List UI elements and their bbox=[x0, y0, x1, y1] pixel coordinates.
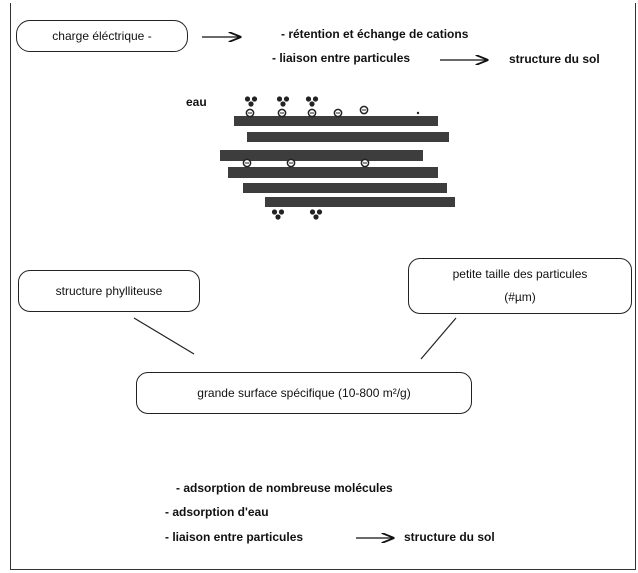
petite-taille-box: petite taille des particules (#µm) bbox=[408, 258, 632, 314]
water-label: eau bbox=[186, 95, 207, 109]
grande-surface-label: grande surface spécifique (10-800 m²/g) bbox=[197, 385, 411, 400]
petite-taille-label: petite taille des particules bbox=[452, 267, 588, 281]
top-effect-retention: - rétention et échange de cations bbox=[281, 27, 469, 41]
charge-electrique-box: charge éléctrique - bbox=[16, 20, 188, 52]
grande-surface-box: grande surface spécifique (10-800 m²/g) bbox=[136, 372, 472, 414]
connector-left-to-center bbox=[133, 317, 195, 355]
top-effect-structure-du-sol: structure du sol bbox=[509, 52, 600, 66]
petite-taille-unit: (#µm) bbox=[504, 290, 536, 304]
diagram-frame bbox=[10, 3, 636, 570]
water-molecules-bottom bbox=[271, 209, 323, 220]
connector-right-to-center bbox=[420, 317, 457, 360]
clay-sheets bbox=[220, 116, 455, 207]
bottom-effect-liaison: - liaison entre particules bbox=[165, 530, 304, 544]
top-effect-liaison: - liaison entre particules bbox=[272, 51, 411, 65]
charge-electrique-label: charge éléctrique - bbox=[52, 28, 152, 43]
structure-phylliteuse-box: structure phylliteuse bbox=[18, 270, 200, 312]
bottom-effect-adsorption-molecules: - adsorption de nombreuse molécules bbox=[176, 481, 393, 495]
cations-top bbox=[245, 105, 369, 118]
structure-phylliteuse-label: structure phylliteuse bbox=[55, 283, 163, 298]
bottom-effect-structure-du-sol: structure du sol bbox=[404, 530, 495, 544]
bottom-effect-adsorption-eau: - adsorption d'eau bbox=[165, 505, 269, 519]
water-molecules-top bbox=[244, 96, 319, 107]
